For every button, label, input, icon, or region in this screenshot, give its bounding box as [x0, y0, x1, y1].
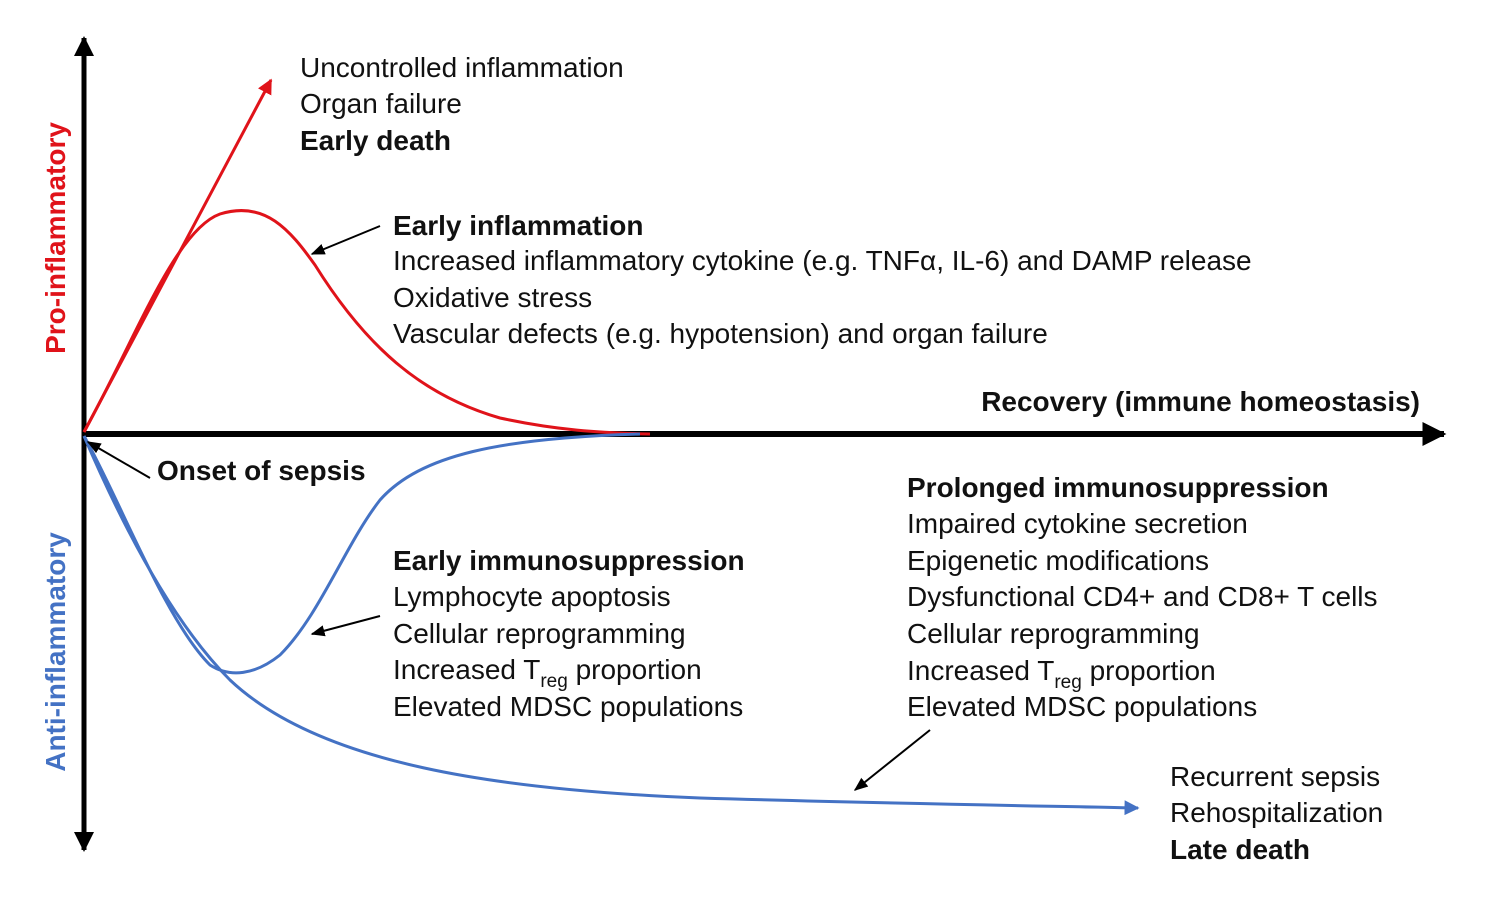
early-treg-post: proportion — [568, 654, 702, 685]
onset-label: Onset of sepsis — [157, 455, 366, 486]
early-treg-pre: Increased T — [393, 654, 540, 685]
early-treg-sub: reg — [540, 671, 567, 692]
early-inflammation-line3: Vascular defects (e.g. hypotension) and … — [393, 318, 1048, 349]
early-inflammation-title: Early inflammation — [393, 210, 644, 241]
early-immunosuppression-line4: Elevated MDSC populations — [393, 691, 743, 722]
x-axis-label: Recovery (immune homeostasis) — [981, 386, 1420, 417]
early-outcome-line3: Early death — [300, 125, 451, 156]
pointer-onset — [86, 441, 151, 479]
prolonged-immunosuppression-curve — [82, 435, 1140, 816]
early-inflammation-curve — [82, 208, 651, 436]
early-inflammation-line1: Increased inflammatory cytokine (e.g. TN… — [393, 245, 1252, 276]
late-outcome-line2: Rehospitalization — [1170, 797, 1383, 828]
early-immunosuppression-title: Early immunosuppression — [393, 545, 745, 576]
early-immunosuppression-line2: Cellular reprogramming — [393, 618, 686, 649]
pointer-early-inflammation — [310, 225, 381, 255]
early-outcome-line2: Organ failure — [300, 88, 462, 119]
prolonged-line4: Cellular reprogramming — [907, 618, 1200, 649]
pointer-early-immunosuppression — [310, 615, 381, 637]
prolonged-immunosuppression-title: Prolonged immunosuppression — [907, 472, 1329, 503]
early-immunosuppression-line3: Increased Treg proportion — [393, 654, 702, 692]
prolonged-line2: Epigenetic modifications — [907, 545, 1209, 576]
prolonged-treg-pre: Increased T — [907, 655, 1054, 686]
prolonged-treg-post: proportion — [1082, 655, 1216, 686]
prolonged-treg-sub: reg — [1054, 672, 1081, 693]
prolonged-line3: Dysfunctional CD4+ and CD8+ T cells — [907, 581, 1378, 612]
prolonged-line6: Elevated MDSC populations — [907, 691, 1257, 722]
pointer-prolonged-immunosuppression — [853, 729, 931, 791]
early-immunosuppression-line1: Lymphocyte apoptosis — [393, 581, 671, 612]
early-inflammation-line2: Oxidative stress — [393, 282, 592, 313]
prolonged-line5: Increased Treg proportion — [907, 655, 1216, 693]
prolonged-line1: Impaired cytokine secretion — [907, 508, 1248, 539]
early-outcome-line1: Uncontrolled inflammation — [300, 52, 624, 83]
y-axis-label-anti: Anti-inflammatory — [40, 532, 71, 772]
late-outcome-line1: Recurrent sepsis — [1170, 761, 1380, 792]
y-axis-label-pro: Pro-inflammatory — [40, 122, 71, 354]
late-outcome-line3: Late death — [1170, 834, 1310, 865]
